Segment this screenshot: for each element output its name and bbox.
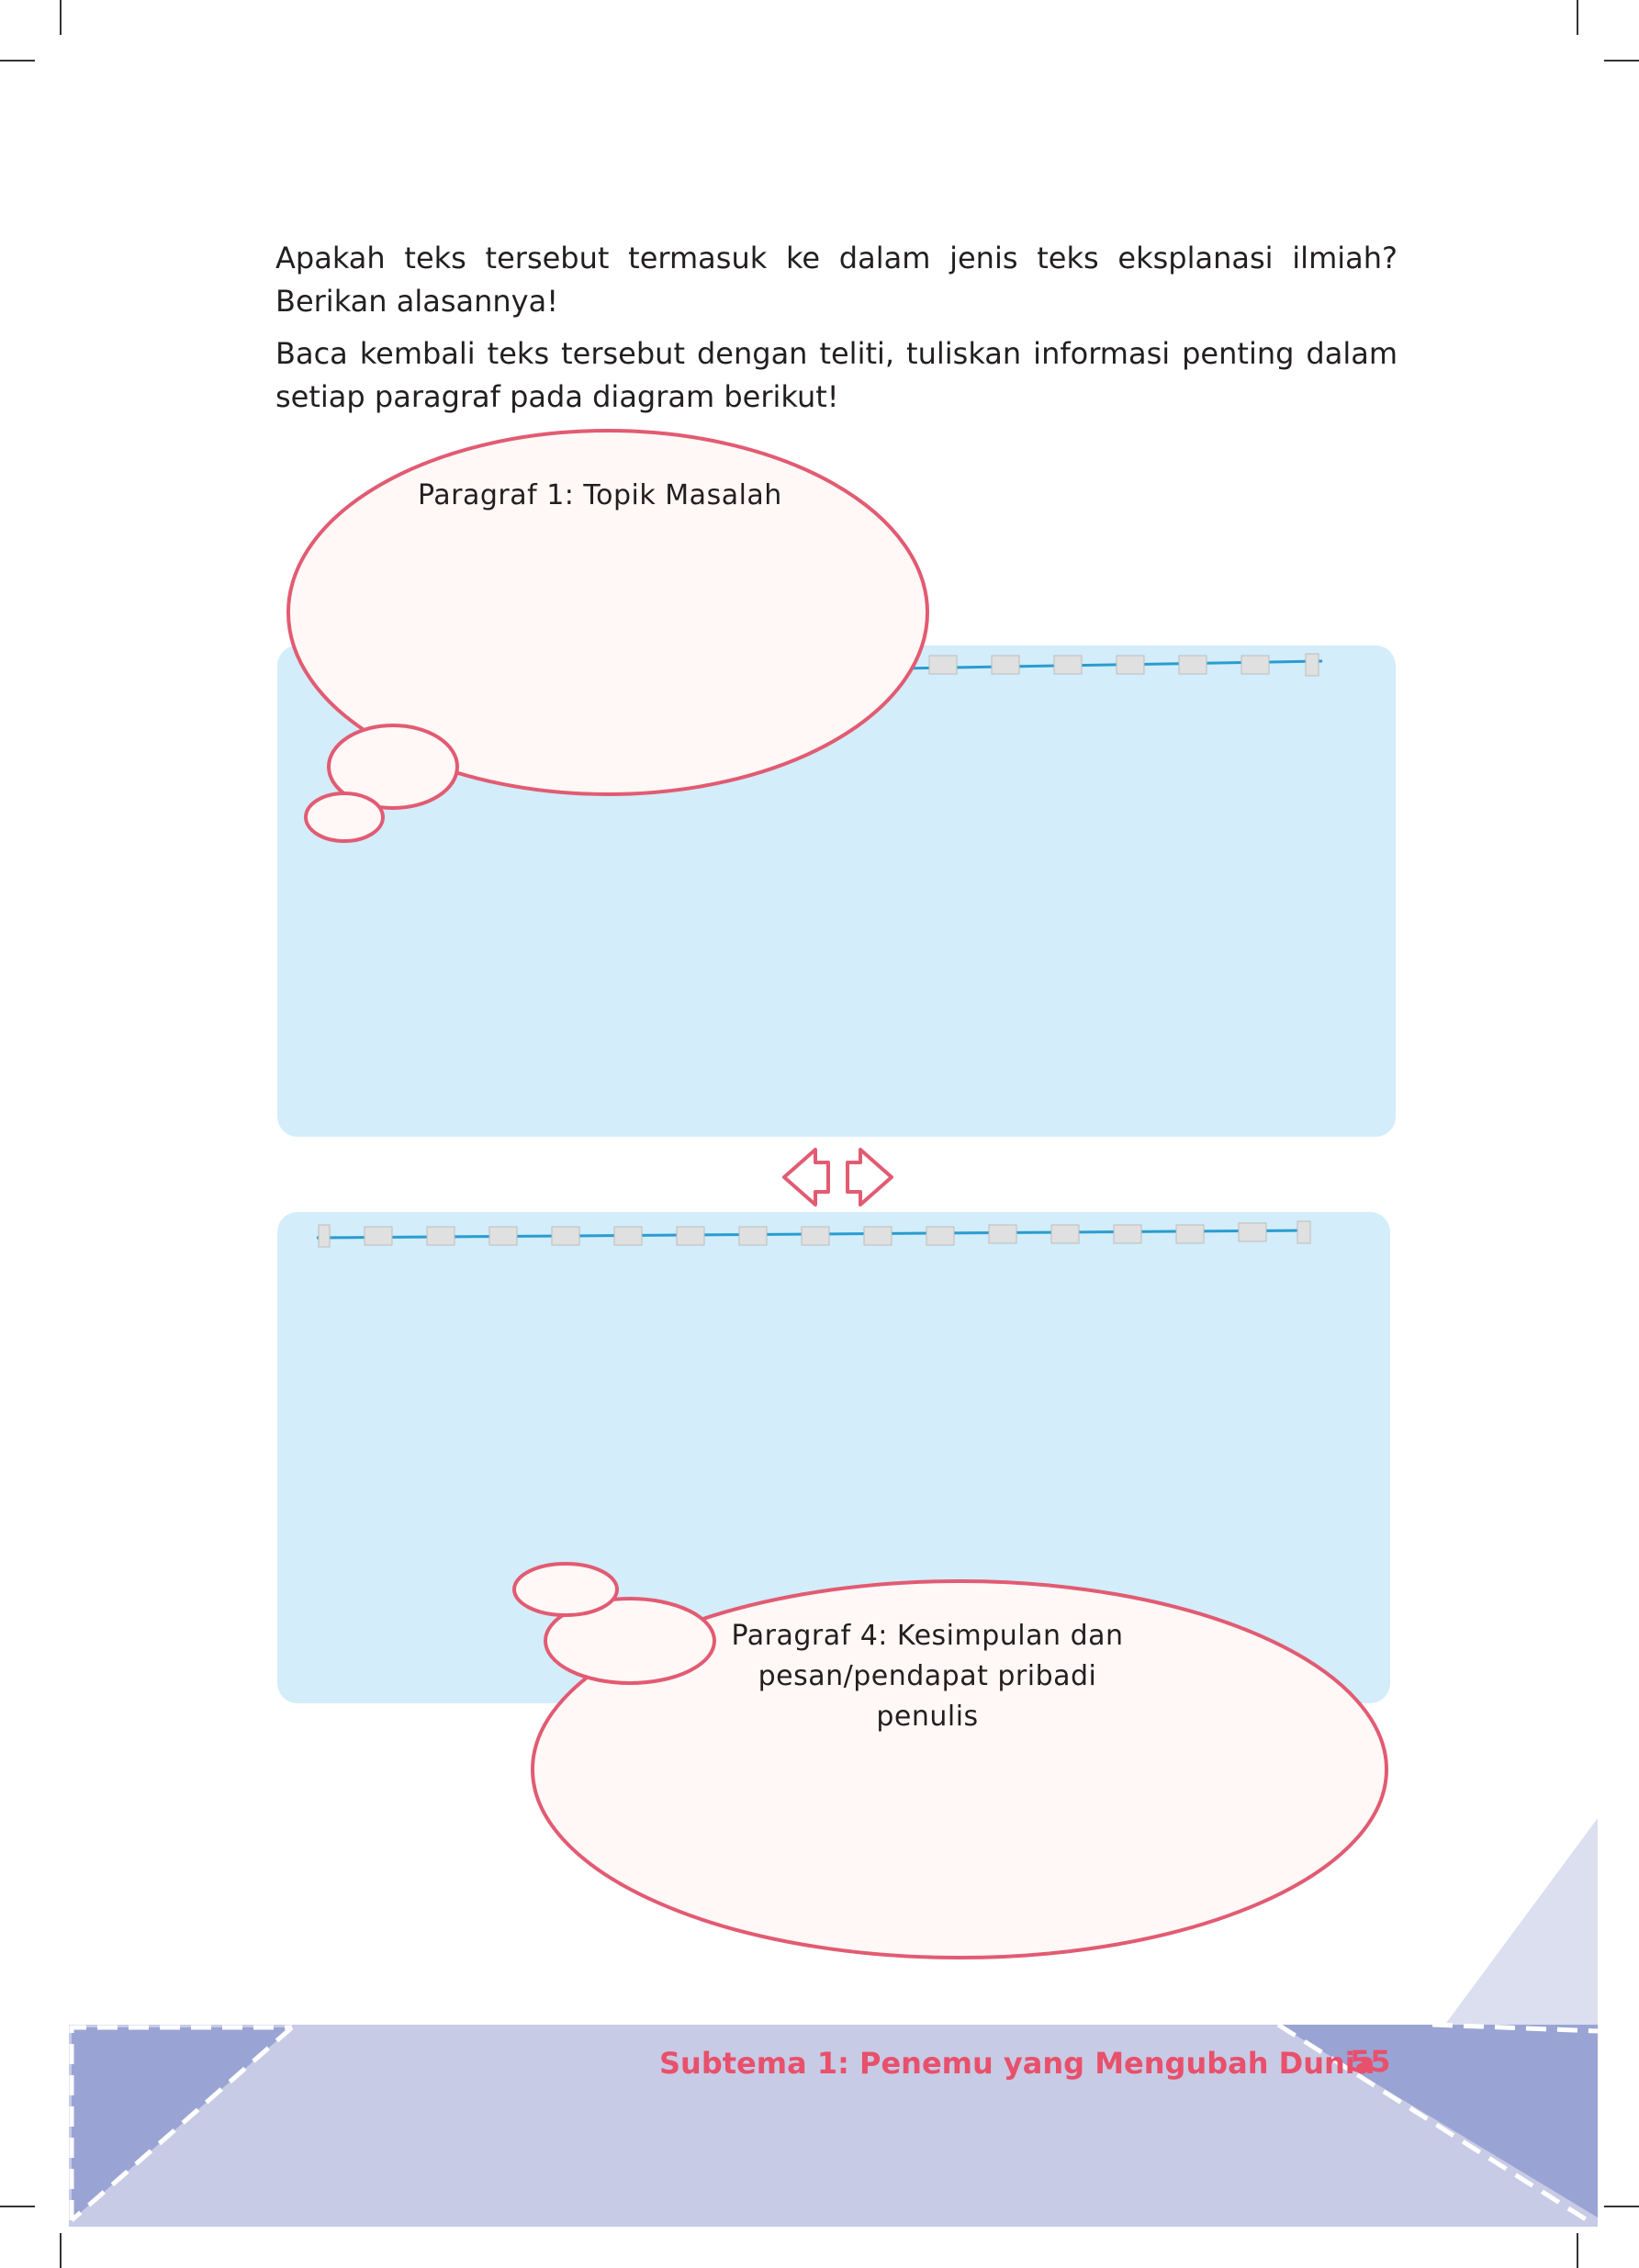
crop-mark xyxy=(0,60,35,62)
page-number: 55 xyxy=(1350,2044,1391,2079)
spiral-binding-1 xyxy=(900,653,1323,677)
crop-mark xyxy=(1577,0,1578,35)
thought-bubble-1 xyxy=(286,429,929,843)
footer-decoration xyxy=(69,1818,1599,2227)
crop-mark xyxy=(1604,2206,1639,2207)
double-arrow-icon xyxy=(782,1148,893,1207)
crop-mark xyxy=(1604,60,1639,62)
crop-mark xyxy=(60,2233,62,2268)
crop-mark xyxy=(0,2206,35,2207)
crop-mark xyxy=(1577,2233,1578,2268)
thought-bubble-4 xyxy=(512,1562,1388,1959)
instruction-question-1: Apakah teks tersebut termasuk ke dalam j… xyxy=(275,241,1398,319)
bubble-4-label-line-2: pesan/pendapat pribadi penulis xyxy=(758,1660,1097,1733)
crop-mark xyxy=(60,0,62,35)
footer-subtheme: Subtema 1: Penemu yang Mengubah Dunia xyxy=(659,2046,1375,2081)
bubble-4-label-line-1: Paragraf 4: Kesimpulan dan xyxy=(731,1620,1124,1652)
spiral-binding-2 xyxy=(317,1220,1311,1248)
bubble-1-label: Paragraf 1: Topik Masalah xyxy=(418,479,782,511)
instruction-question-2: Baca kembali teks tersebut dengan teliti… xyxy=(275,336,1398,414)
